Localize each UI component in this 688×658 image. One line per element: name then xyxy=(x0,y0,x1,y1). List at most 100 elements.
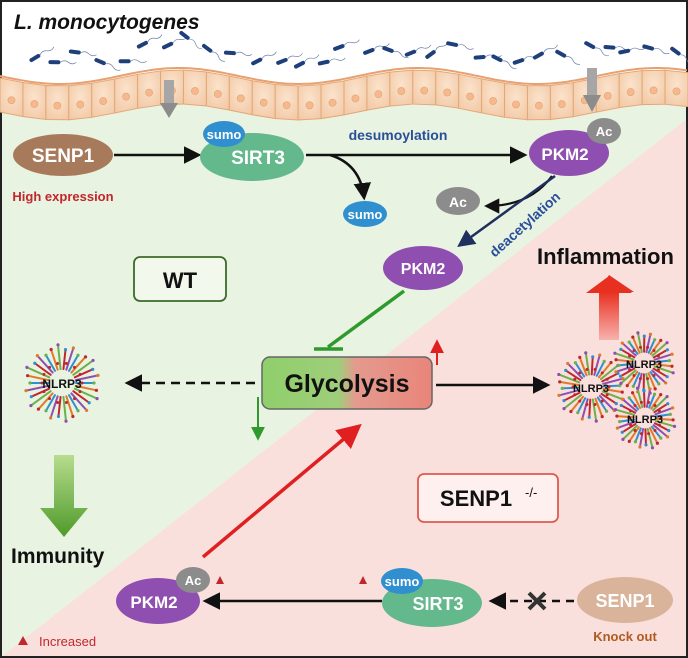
cell-nucleus xyxy=(557,100,566,108)
glycolysis-box: Glycolysis xyxy=(261,356,433,410)
cell-nucleus xyxy=(649,86,658,95)
bacterium xyxy=(446,41,474,50)
bacterium xyxy=(382,46,409,58)
cell-nucleus xyxy=(191,87,199,95)
nlrp3-inflammasome-ko-c: NLRP3 xyxy=(613,386,677,450)
bacterium xyxy=(293,54,320,69)
sumo-released: sumo xyxy=(343,201,387,227)
pkm2-ko-label: PKM2 xyxy=(130,593,177,612)
nlrp3-ko-b-label: NLRP3 xyxy=(626,359,662,371)
senp1-ko-node: SENP1 xyxy=(577,577,673,623)
senp1-label: SENP1 xyxy=(32,146,95,167)
bacterium xyxy=(363,43,390,55)
cell-nucleus xyxy=(305,101,314,110)
sumo-on-sirt3: sumo xyxy=(203,121,245,147)
cell-nucleus xyxy=(397,87,406,95)
ac-released: Ac xyxy=(436,187,480,215)
pkm2-ko-node: PKM2 xyxy=(116,578,200,624)
ac-released-label: Ac xyxy=(449,194,467,210)
bacterium xyxy=(48,60,77,65)
inflammation-label: Inflammation xyxy=(537,244,674,269)
bacterium xyxy=(333,39,360,51)
inflammation-arrow xyxy=(586,276,632,293)
immunity-label: Immunity xyxy=(11,545,105,568)
glycolysis-label: Glycolysis xyxy=(284,370,409,398)
senp1-node: SENP1 xyxy=(13,134,113,176)
high-expression-label: High expression xyxy=(12,189,113,204)
cell-nucleus xyxy=(603,91,612,100)
cell-nucleus xyxy=(7,96,16,105)
bacterium xyxy=(555,49,581,65)
bacterium xyxy=(618,47,647,55)
cell-nucleus xyxy=(535,101,543,110)
nlrp3-inflammasome-wt: NLRP3 xyxy=(24,343,100,423)
nlrp3-ko-a-label: NLRP3 xyxy=(573,383,609,395)
bacterium xyxy=(136,34,163,49)
epithelium-layer xyxy=(0,67,688,121)
ac-on-pkm2-ko: Ac xyxy=(176,567,210,593)
bacterium xyxy=(584,41,610,57)
ac-label: Ac xyxy=(596,124,613,139)
ko-box: SENP1 -/- xyxy=(417,473,559,523)
cell-nucleus xyxy=(30,100,39,108)
sumo-released-label: sumo xyxy=(348,207,383,222)
immunity-arrow xyxy=(40,455,88,537)
ko-superscript: -/- xyxy=(525,485,537,500)
bacteria-cluster xyxy=(29,30,688,71)
bacterium xyxy=(68,49,97,57)
ac-on-pkm2: Ac xyxy=(587,118,621,144)
cell-nucleus xyxy=(466,92,475,101)
bacterium xyxy=(118,59,147,64)
block-cross-icon xyxy=(527,591,547,611)
cell-nucleus xyxy=(672,87,681,96)
arrow-sumo-release xyxy=(329,153,371,201)
arrow-deacetylation xyxy=(457,174,556,248)
sirt3-label: SIRT3 xyxy=(231,148,285,169)
nlrp3-wt-label: NLRP3 xyxy=(42,377,82,391)
bacterium xyxy=(251,51,277,66)
cell-nucleus xyxy=(489,97,497,105)
increased-marker-sirt3 xyxy=(359,576,367,584)
cell-nucleus xyxy=(213,90,222,98)
bacterium xyxy=(532,44,558,60)
nlrp3-ko-c-label: NLRP3 xyxy=(627,414,663,426)
cell-nucleus xyxy=(328,98,337,107)
cell-nucleus xyxy=(145,88,153,97)
pkm2-ac-label: PKM2 xyxy=(541,145,588,164)
entry-arrow-left xyxy=(160,80,178,118)
pkm2-label: PKM2 xyxy=(401,261,446,278)
cell-nucleus xyxy=(374,90,383,99)
bacterium xyxy=(404,44,432,57)
senp1-ko-label: SENP1 xyxy=(595,591,654,611)
bacterium xyxy=(642,44,670,55)
wt-label: WT xyxy=(163,268,198,293)
bacterium xyxy=(317,57,346,66)
brush-border xyxy=(0,67,688,85)
title: L. monocytogenes xyxy=(14,11,200,34)
sumo-ko-label: sumo xyxy=(385,574,420,589)
legend-increased-label: Increased xyxy=(39,634,96,649)
pkm2-node: PKM2 xyxy=(383,246,463,290)
knock-out-label: Knock out xyxy=(593,629,657,644)
sumo-on-sirt3-ko: sumo xyxy=(381,568,423,594)
inflammation-arrow-shaft xyxy=(599,292,619,340)
cell-nucleus xyxy=(626,88,635,96)
cell-nucleus xyxy=(351,94,360,103)
ko-label: SENP1 xyxy=(440,486,512,511)
cell-nucleus xyxy=(443,88,452,97)
cell-nucleus xyxy=(122,92,131,101)
cell-nucleus xyxy=(236,94,245,103)
cell-nucleus xyxy=(99,97,108,106)
bacterium xyxy=(29,46,55,63)
cell-nucleus xyxy=(512,100,520,109)
sirt3-ko-label: SIRT3 xyxy=(412,594,463,614)
arrow-pkm2-to-glycolysis xyxy=(201,423,362,559)
desumoylation-label: desumoylation xyxy=(349,127,448,143)
cell-nucleus xyxy=(53,101,62,110)
wt-box: WT xyxy=(133,256,227,302)
cell-nucleus xyxy=(282,101,291,110)
cell-nucleus xyxy=(76,100,85,109)
